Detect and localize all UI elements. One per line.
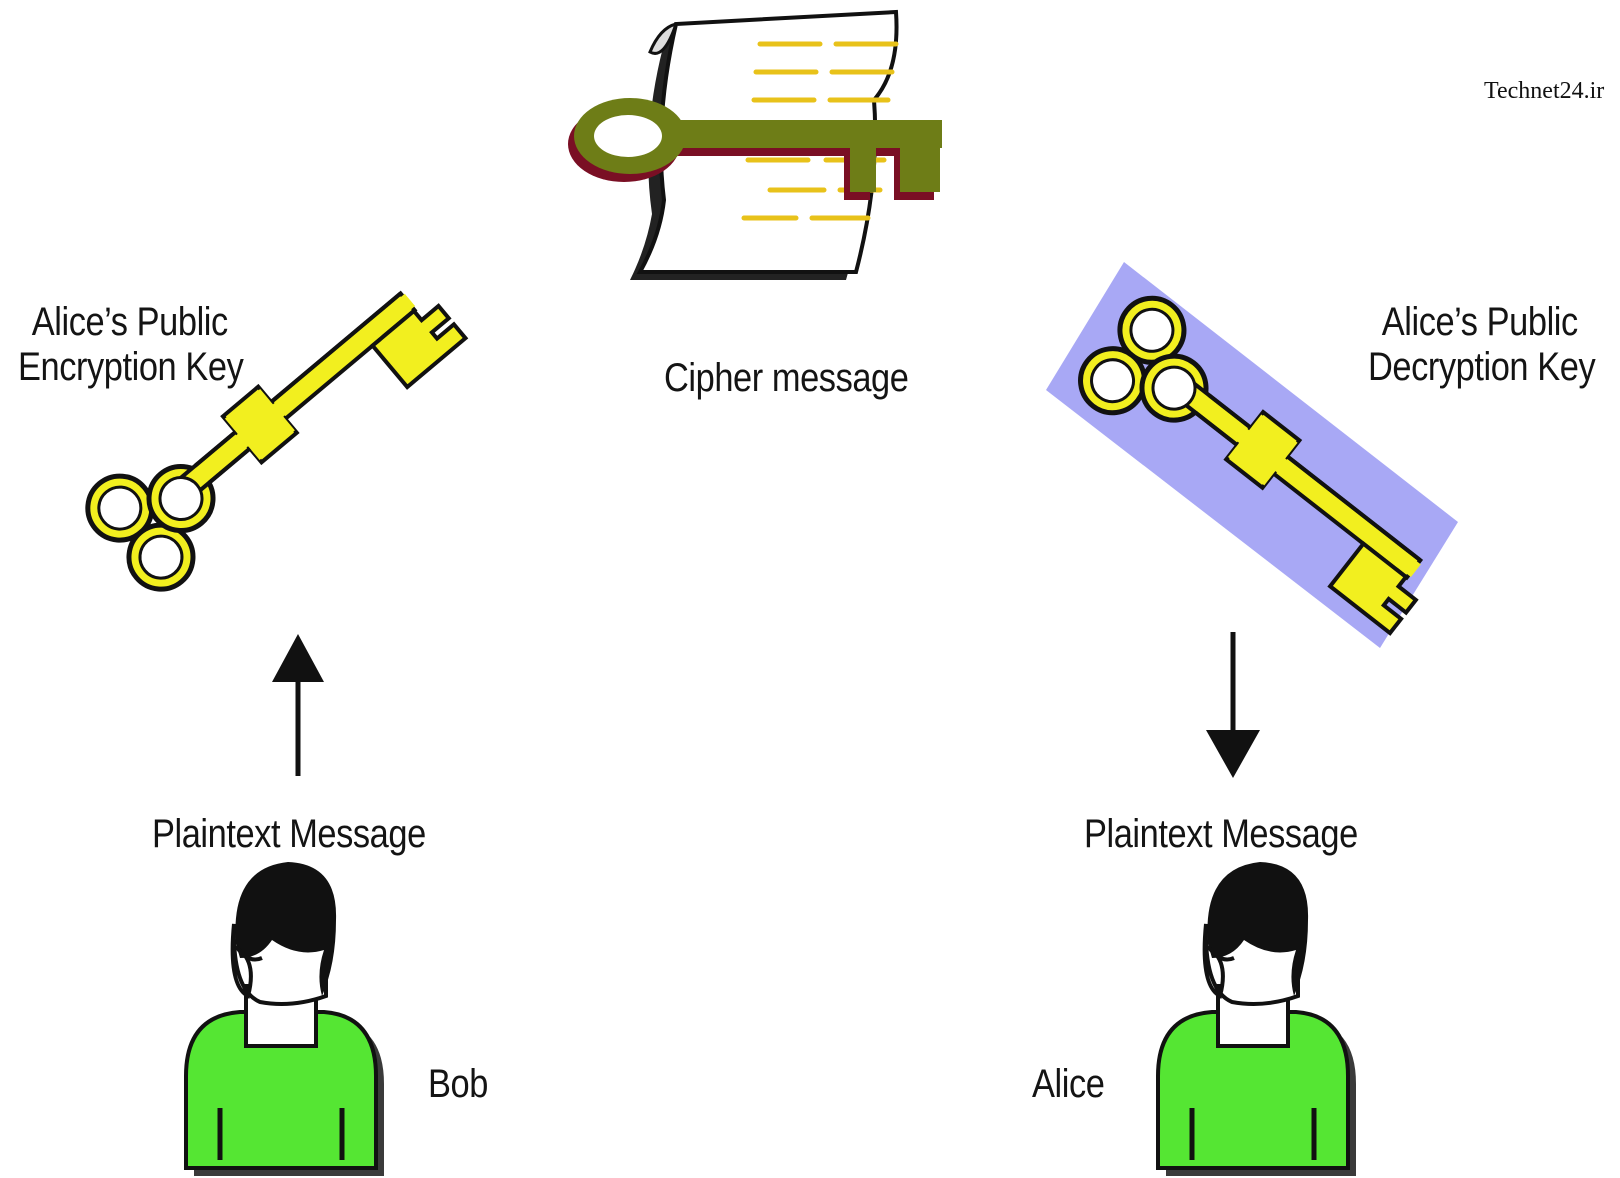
key-icon — [568, 98, 942, 200]
decryption-key-label: Alice’s Public Decryption Key — [1368, 300, 1596, 390]
key-icon — [75, 243, 468, 602]
bob-label: Bob — [428, 1062, 488, 1106]
alice-label: Alice — [1032, 1062, 1105, 1106]
decryption-key-label-line1: Alice’s Public — [1381, 300, 1578, 344]
person-icon — [186, 862, 384, 1176]
plaintext-message-label-right: Plaintext Message — [1084, 812, 1358, 856]
watermark: Technet24.ir — [1484, 78, 1605, 104]
person-icon — [1158, 862, 1356, 1176]
key-icon — [1046, 262, 1466, 648]
cipher-message-label: Cipher message — [664, 356, 909, 400]
decryption-key-label-line2: Decryption Key — [1368, 344, 1596, 389]
arrow-up-icon — [272, 634, 324, 776]
plaintext-message-label-left: Plaintext Message — [152, 812, 426, 856]
encryption-key-label-line2: Encryption Key — [18, 344, 244, 389]
arrow-down-icon — [1206, 632, 1260, 778]
encryption-key-label: Alice’s Public Encryption Key — [18, 300, 244, 390]
encryption-key-label-line1: Alice’s Public — [31, 300, 228, 344]
